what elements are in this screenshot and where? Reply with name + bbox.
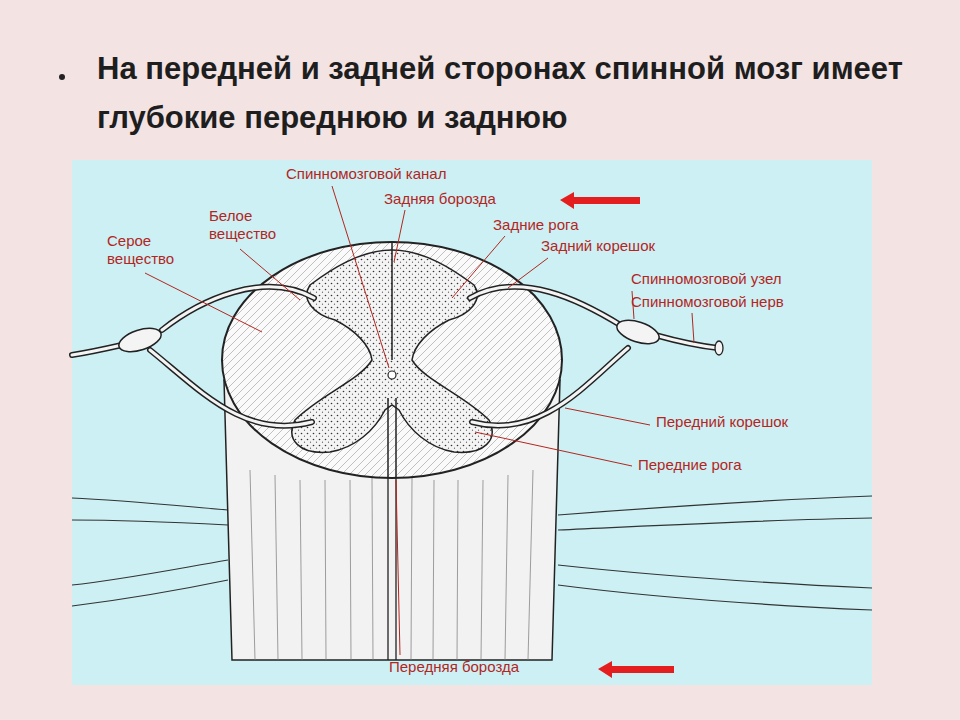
part-label: Спинномозговой узел bbox=[630, 270, 783, 288]
white-matter bbox=[222, 242, 562, 478]
ganglion bbox=[116, 324, 164, 357]
bullet bbox=[59, 74, 65, 80]
part-label: Передний корешок bbox=[655, 413, 789, 431]
anterior-fissure-line bbox=[388, 470, 396, 660]
nerve-roots-inner bbox=[72, 287, 718, 426]
leader-lines bbox=[145, 186, 694, 655]
part-label: Передние рога bbox=[637, 456, 743, 474]
part-label: Спинномозговой нерв bbox=[630, 293, 785, 311]
ganglion bbox=[614, 316, 662, 349]
slide-title: На передней и задней сторонах спинной мо… bbox=[97, 44, 927, 142]
posterior-sulcus bbox=[391, 243, 393, 360]
cord-striation bbox=[250, 470, 533, 660]
red-arrow bbox=[560, 192, 674, 678]
nerve-roots bbox=[72, 287, 718, 426]
part-label: Задняя борозда bbox=[383, 190, 497, 208]
part-label: Задние рога bbox=[492, 216, 580, 234]
central-canal bbox=[388, 371, 396, 379]
part-label: Серое вещество bbox=[106, 232, 188, 268]
part-label: Белое вещество bbox=[208, 207, 290, 243]
part-label: Спинномозговой канал bbox=[285, 165, 447, 183]
part-label: Передняя борозда bbox=[388, 658, 520, 676]
part-label: Задний корешок bbox=[540, 237, 656, 255]
image-panel bbox=[72, 160, 872, 685]
anterior-fissure bbox=[388, 398, 396, 477]
nerve-cut-end bbox=[715, 341, 723, 355]
